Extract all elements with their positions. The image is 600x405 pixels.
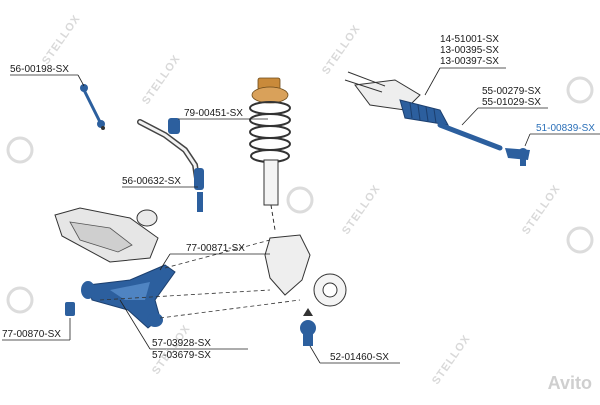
strut-part (249, 77, 291, 231)
stabilizer-link-part (80, 84, 105, 130)
part-label-13-00395[interactable]: 13-00395-SX (440, 45, 499, 56)
control-arm-part (81, 264, 176, 329)
knuckle-part (264, 234, 347, 307)
part-label-52-01460[interactable]: 52-01460-SX (330, 352, 389, 363)
bushing-part (65, 302, 75, 316)
leader-lines (2, 67, 600, 364)
avito-watermark: Avito (547, 373, 592, 393)
part-label-55-00279[interactable]: 55-00279-SX (482, 86, 541, 97)
part-label-56-00632[interactable]: 56-00632-SX (122, 176, 181, 187)
stabilizer-bar-part (137, 118, 204, 212)
ball-joint-part (300, 308, 316, 346)
part-label-13-00397[interactable]: 13-00397-SX (440, 56, 499, 67)
subframe-part (54, 207, 159, 263)
part-label-55-01029[interactable]: 55-01029-SX (482, 97, 541, 108)
part-label-56-00198[interactable]: 56-00198-SX (10, 64, 69, 75)
assembly-guide-lines (99, 239, 301, 319)
watermark-logos (6, 76, 594, 314)
steering-rack-part (344, 71, 449, 126)
part-label-57-03679[interactable]: 57-03679-SX (152, 350, 211, 361)
part-label-14-51001[interactable]: 14-51001-SX (440, 34, 499, 45)
part-label-79-00451[interactable]: 79-00451-SX (184, 108, 243, 119)
part-label-77-00870[interactable]: 77-00870-SX (2, 329, 61, 340)
part-label-51-00839[interactable]: 51-00839-SX (536, 123, 595, 134)
part-label-57-03928[interactable]: 57-03928-SX (152, 338, 211, 349)
part-label-77-00871[interactable]: 77-00871-SX (186, 243, 245, 254)
tie-rod-part (437, 122, 503, 151)
tie-rod-end-part (505, 148, 530, 166)
